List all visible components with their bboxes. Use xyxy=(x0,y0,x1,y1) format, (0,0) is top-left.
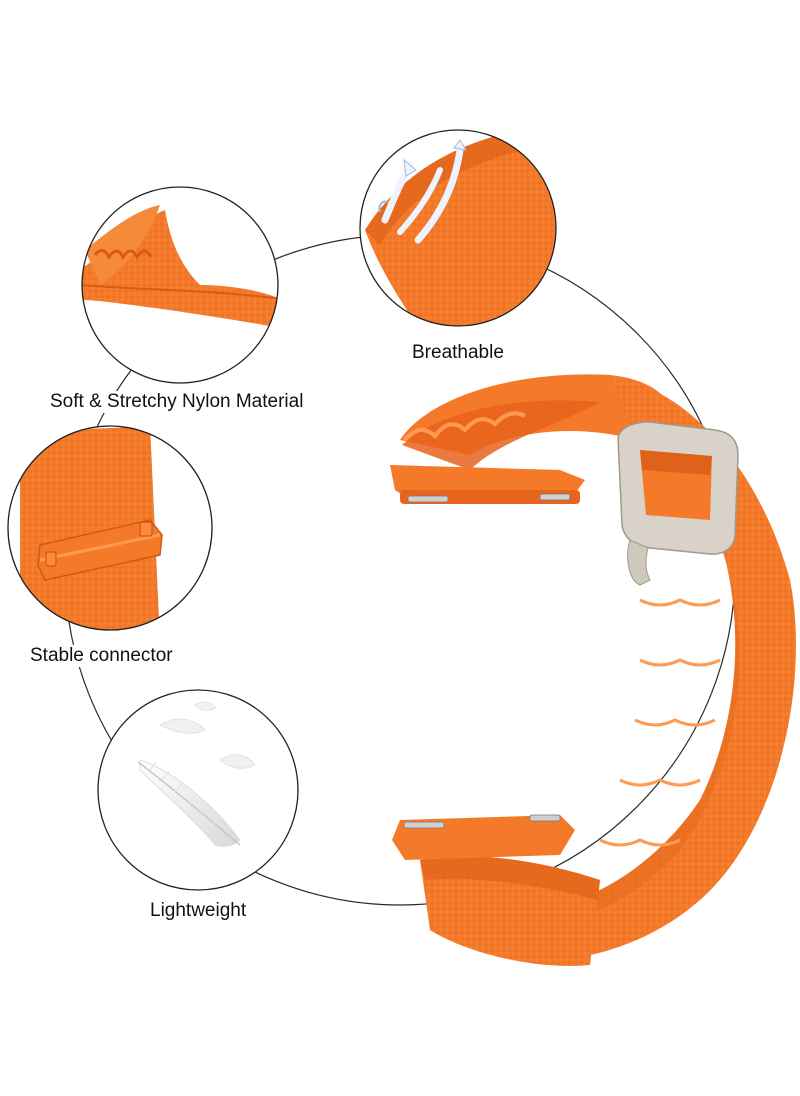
spring-bar-pin-top xyxy=(390,465,585,504)
feature-label-lightweight: Lightweight xyxy=(148,900,249,922)
spring-bar-pin-bottom xyxy=(392,814,575,860)
metal-buckle xyxy=(617,421,739,586)
feature-label-soft-stretchy: Soft & Stretchy Nylon Material xyxy=(48,391,306,413)
watch-strap xyxy=(390,374,796,966)
feature-circle-soft xyxy=(81,186,279,384)
feather-icon xyxy=(137,701,256,847)
airflow-arrows-icon xyxy=(378,139,467,244)
feature-circle-lightweight xyxy=(97,689,299,891)
feature-label-breathable: Breathable xyxy=(410,342,506,364)
feature-label-stable-connector: Stable connector xyxy=(28,645,175,667)
feature-circle-connector xyxy=(7,425,213,631)
feature-circle-breathable xyxy=(359,129,557,327)
